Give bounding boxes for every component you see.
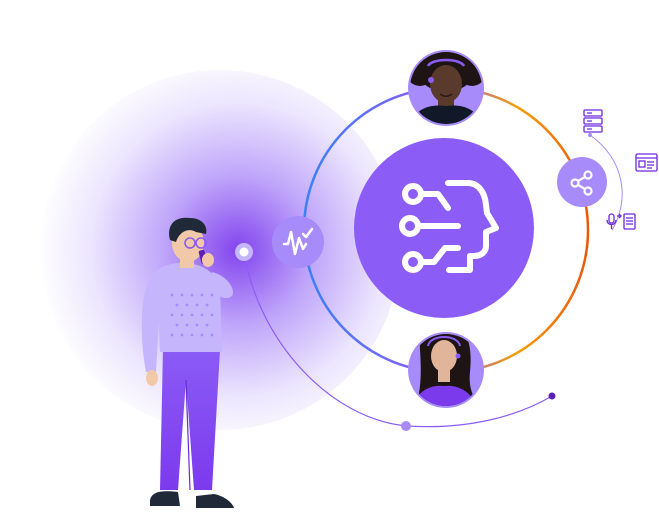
voice-wave-check-icon	[282, 227, 314, 256]
agent-avatar-bottom	[408, 332, 484, 408]
share-arc-dot	[588, 133, 592, 137]
voice-node	[272, 216, 324, 268]
purple-glow	[40, 70, 400, 430]
ai-brain-head-icon	[399, 180, 499, 273]
caller-person	[141, 217, 234, 508]
share-node	[557, 157, 607, 207]
call-node	[235, 243, 253, 261]
agent-avatar-top	[408, 50, 484, 126]
connector-arc	[243, 251, 553, 428]
connector-dot	[401, 421, 411, 431]
server-stack-icon	[583, 109, 603, 133]
mic-to-document-icon	[606, 213, 636, 230]
center-ai-node	[354, 138, 534, 318]
share-arc	[589, 134, 623, 231]
browser-window-icon	[635, 153, 658, 172]
share-icon	[570, 170, 593, 196]
connector-end-dot	[548, 392, 556, 400]
